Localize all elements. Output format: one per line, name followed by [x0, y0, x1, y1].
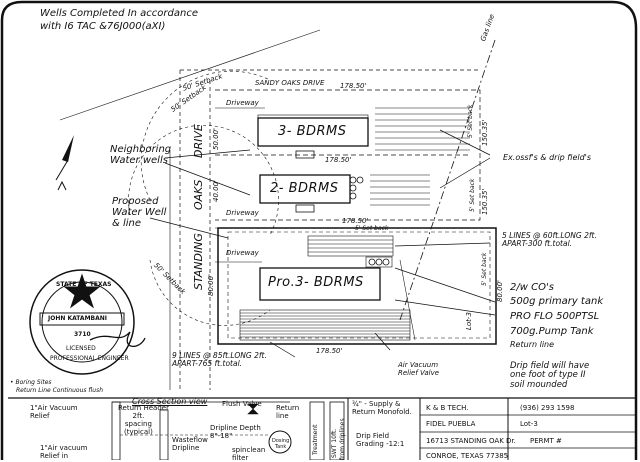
note-return-line: Return line	[510, 340, 555, 349]
header-line-1: Wells Completed In accordance	[40, 8, 198, 19]
note-lines-top: 5 LINES @ 60ft.LONG 2ft. APART-300 ft.to…	[502, 231, 597, 249]
dim-4: 178.50'	[316, 347, 343, 355]
lot-3-boundary	[217, 227, 497, 345]
drip-lines-5	[307, 235, 394, 257]
cs-swt: SWT 10ft.	[331, 428, 338, 458]
tb-lot: Lot-3	[520, 420, 538, 428]
cs-dosing: Dosing Tank	[272, 438, 290, 450]
street-left-standing: STANDING	[192, 233, 205, 290]
lot-label: Lot-3	[465, 312, 473, 330]
note-air-vac: Air Vacuum Relief Valve	[398, 361, 440, 377]
drip-field-2	[370, 174, 430, 206]
cs-supply: ¾" - Supply & Return Monofold.	[352, 400, 412, 416]
gas-line	[399, 39, 496, 321]
cross-section-panel	[8, 397, 636, 460]
cs-return: Return line	[276, 404, 300, 420]
note-neighboring: Neighboring Water wells	[110, 144, 172, 166]
setback-5-1: 5' Set back	[355, 225, 389, 232]
setback-arc-3	[149, 259, 271, 326]
driveway-2: Driveway	[226, 209, 259, 217]
street-top-label: SANDY OAKS DRIVE	[255, 79, 325, 87]
setback-5-2: 5' Set back	[467, 104, 474, 138]
seal-lic: LICENSED	[66, 345, 96, 352]
seal-prof: PROFESSIONAL ENGINEER	[50, 355, 129, 362]
tb-company: K & B TECH.	[426, 404, 469, 412]
house-2bdrms	[259, 174, 351, 204]
cs-spinclean: spinclean filter	[232, 446, 266, 462]
note-lines-bot: 9 LINES @ 85ft.LONG 2ft. APART-765 ft.to…	[172, 351, 267, 369]
dim-9: 150.35'	[481, 119, 489, 146]
house-3-label: Pro.3- BDRMS	[268, 275, 364, 290]
note-proflo: PRO FLO 500PTSL	[510, 311, 600, 322]
setback-5-4: 5' Set back	[481, 252, 488, 286]
note-drip: Drip field will have one foot of type II…	[510, 361, 590, 390]
driveway-1: Driveway	[226, 99, 259, 107]
dim-3: 178.50'	[342, 217, 369, 225]
dim-7: 80.00'	[207, 274, 215, 296]
street-left-drive: DRIVE	[192, 124, 205, 158]
dim-2: 178.50'	[325, 156, 352, 164]
seal-state: STATE OF TEXAS	[56, 281, 112, 288]
tb-phone: (936) 293 1598	[520, 404, 575, 412]
tb-address: 16713 STANDING OAK Dr.	[426, 437, 516, 445]
driveway-3: Driveway	[226, 249, 259, 257]
cross-section-title: Cross Section view	[132, 397, 208, 406]
setback-arc-2	[128, 125, 279, 236]
cs-treatment: Treatment	[312, 424, 319, 455]
dim-1: 178.50'	[340, 82, 367, 90]
dim-8: 80.00'	[496, 280, 504, 302]
seal-number: 3710	[74, 331, 91, 338]
cs-return-header: Return Header	[118, 404, 169, 412]
north-arrow-icon	[55, 135, 74, 191]
cs-wasteflow: Wasteflow Dripline	[172, 436, 208, 452]
drip-lines-9	[239, 309, 411, 341]
dim-10: 150.35'	[481, 188, 489, 215]
house-2-label: 2- BDRMS	[270, 181, 339, 196]
legend-return: Return Line Continuous flush	[16, 387, 104, 394]
house-proposed	[259, 267, 381, 301]
note-exossf: Ex.ossf's & drip field's	[503, 153, 592, 162]
dim-6: 40.00'	[212, 180, 220, 202]
tb-city: CONROE, TEXAS 77385	[426, 452, 509, 460]
legend-boring: • Boring Sites	[10, 379, 52, 386]
setback-5-3: 5' Set back	[469, 178, 476, 212]
house-3bdrms	[257, 117, 369, 147]
tb-owner: FIDEL PUEBLA	[426, 420, 476, 428]
cs-flush-valve: Flush Valve	[222, 400, 262, 408]
tb-permit: PERMT #	[530, 437, 562, 445]
header-line-2: with I6 TAC &76J000(aXI)	[40, 21, 166, 32]
cs-air-vac-2: 1"Air vacuum Relief in	[40, 444, 88, 460]
setback-arc-1	[140, 70, 271, 201]
cs-from-driplines: from driplines	[339, 418, 346, 460]
note-proposed: Proposed Water Well & line	[112, 196, 167, 229]
drip-field-1	[375, 107, 470, 151]
note-primary: 500g primary tank	[510, 296, 604, 307]
house-1-label: 3- BDRMS	[278, 124, 347, 139]
cs-drip-grading: Drip Field Grading -12:1	[356, 432, 405, 448]
note-2w: 2/w CO's	[510, 282, 554, 293]
cs-dripline-depth: Dripline Depth 8"-18"	[210, 424, 261, 440]
cs-spacing: 2ft. spacing (typical)	[124, 412, 153, 436]
dim-5: 50.00'	[212, 128, 220, 150]
street-left-oaks: OAKS	[192, 179, 205, 210]
pe-seal	[29, 269, 146, 375]
note-pump: 700g.Pump Tank	[510, 326, 594, 337]
seal-name: JOHN KATAMBANI	[48, 315, 108, 322]
cs-air-vac: 1"Air Vacuum Relief	[30, 404, 78, 420]
